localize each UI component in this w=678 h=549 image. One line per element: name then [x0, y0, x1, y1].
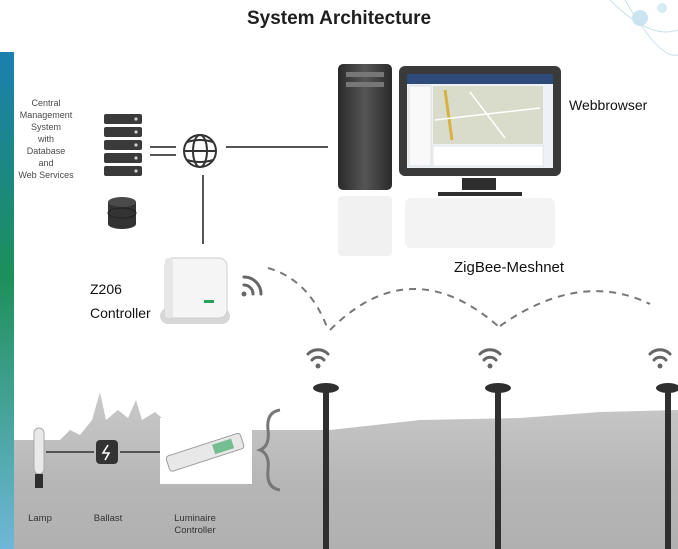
cms-line: with — [37, 134, 54, 144]
left-decor-panel — [0, 52, 14, 549]
page-title: System Architecture — [246, 8, 432, 29]
webbrowser-label: Webbrowser — [569, 97, 648, 113]
ground-band — [14, 480, 678, 549]
corner-decoration — [609, 0, 678, 56]
zigbee-meshnet-label: ZigBee-Meshnet — [454, 259, 565, 276]
wireless-signal-icon — [241, 275, 263, 297]
cms-line: Central — [31, 98, 61, 108]
ballast-icon — [96, 440, 118, 464]
database-icon — [107, 197, 137, 229]
street-lamp-1 — [306, 348, 339, 549]
cms-line: Web Services — [18, 170, 74, 180]
luminaire-controller-device — [160, 418, 252, 484]
cms-line: Database — [26, 146, 66, 156]
ballast-label: Ballast — [93, 513, 123, 524]
server-stack-icon — [104, 114, 142, 176]
z206-controller-device — [160, 257, 230, 324]
luminaire-label-line2: Controller — [174, 525, 216, 536]
cms-line: Management — [19, 110, 73, 120]
globe-icon — [183, 134, 217, 168]
cms-description: Central Management System with Database … — [10, 97, 82, 181]
luminaire-controller-label: Luminaire Controller — [162, 513, 228, 537]
controller-label-line2: Controller — [90, 305, 151, 321]
pc-tower-icon — [338, 64, 392, 256]
monitor-icon — [399, 66, 561, 248]
controller-label-line1: Z206 — [90, 281, 122, 297]
cms-line: and — [38, 158, 54, 168]
street-lamp-3 — [648, 348, 678, 549]
zigbee-mesh-link — [267, 267, 651, 331]
street-lamp-2 — [478, 348, 511, 549]
lamp-icon — [33, 427, 45, 488]
luminaire-label-line1: Luminaire — [174, 513, 216, 524]
z206-controller-label: Z206 Controller — [90, 277, 151, 325]
cms-line: System — [30, 122, 61, 132]
grouping-brace — [255, 408, 281, 492]
lamp-label: Lamp — [28, 513, 52, 524]
